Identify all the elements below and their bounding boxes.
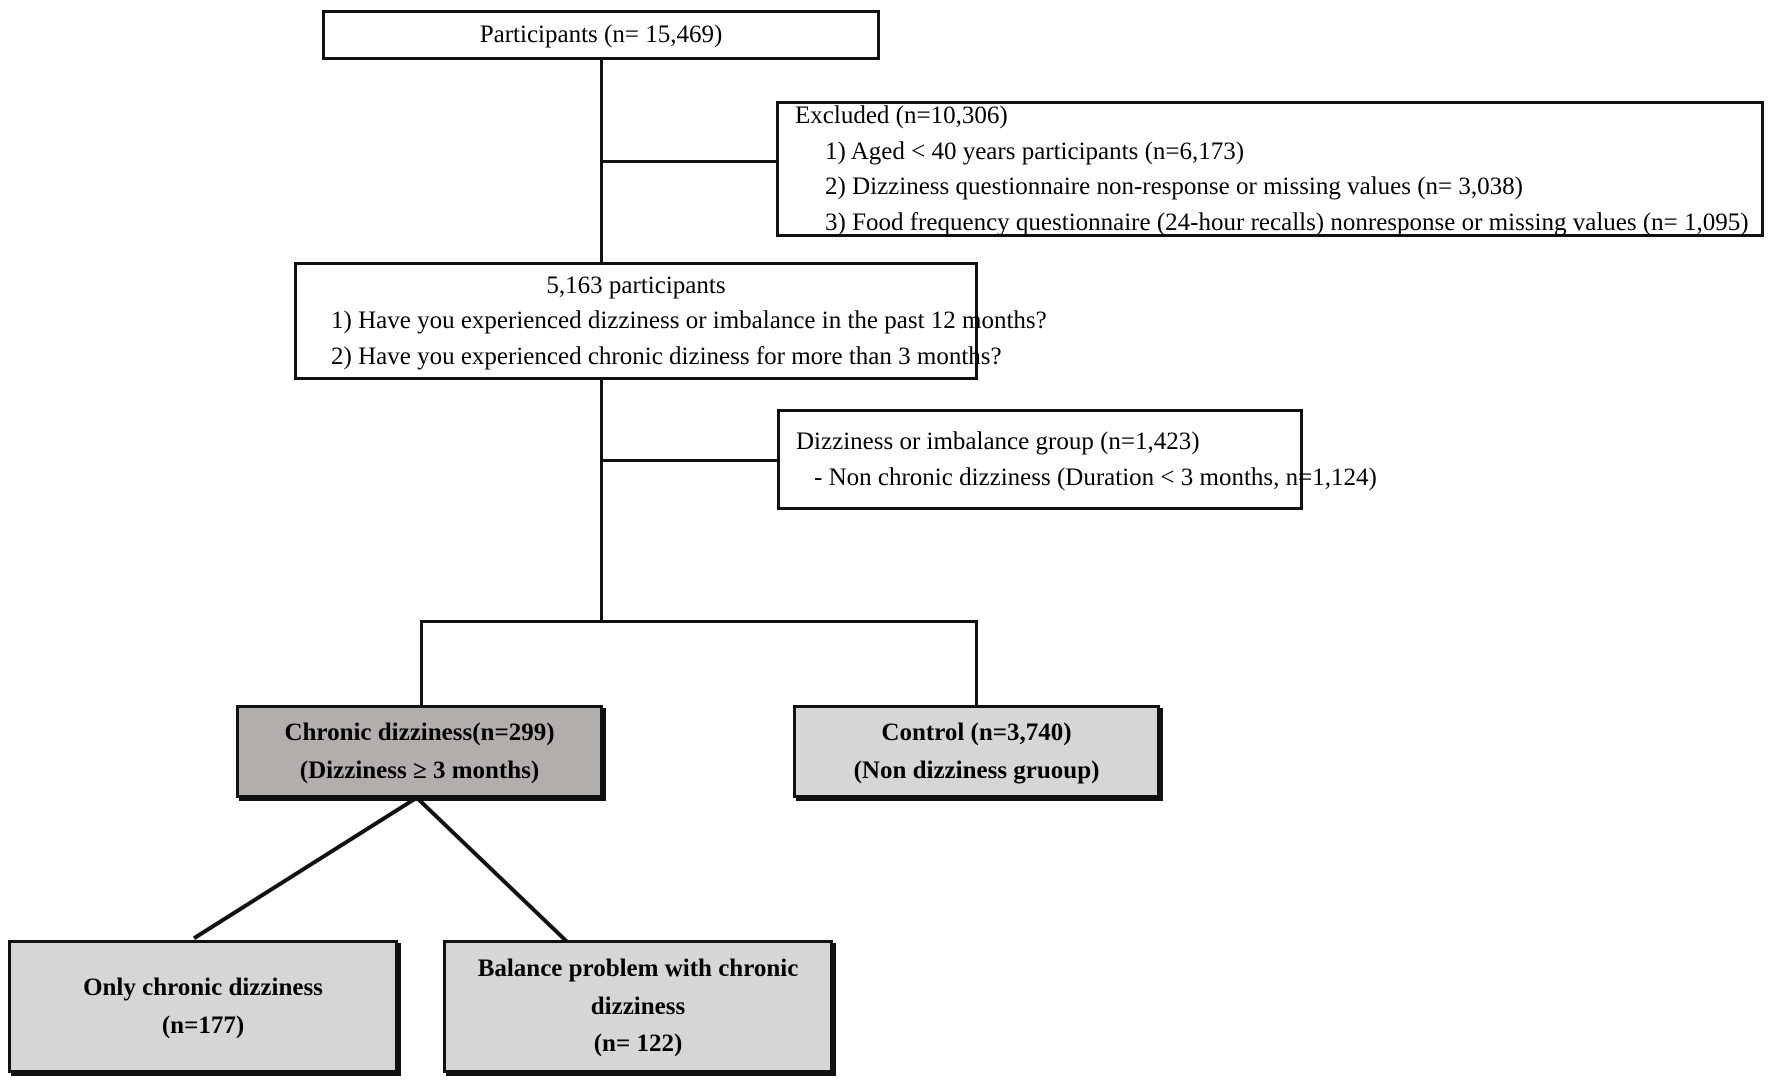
- only-chronic-line2: (n=177): [161, 1011, 245, 1039]
- node-dizziness-group: Dizziness or imbalance group (n=1,423) -…: [777, 409, 1377, 510]
- connector-chronic-to-only: [192, 794, 420, 940]
- node-control: Control (n=3,740) (Non dizziness gruoup): [793, 705, 1160, 798]
- control-line2: (Non dizziness gruoup): [853, 756, 1100, 784]
- excluded-reason-2: 2) Dizziness questionnaire non-response …: [825, 173, 1523, 200]
- node-eligible: 5,163 participants 1) Have you experienc…: [294, 262, 1047, 380]
- excluded-heading: Excluded (n=10,306): [795, 102, 1008, 129]
- excluded-reason-3: 3) Food frequency questionnaire (24-hour…: [825, 208, 1749, 236]
- connector-split-bar: [420, 620, 978, 623]
- eligible-question-2: 2) Have you experienced chronic diziness…: [331, 342, 1002, 370]
- node-participants: Participants (n= 15,469): [322, 10, 880, 60]
- node-only-chronic-dizziness: Only chronic dizziness (n=177): [8, 940, 398, 1073]
- eligible-question-1: 1) Have you experienced dizziness or imb…: [331, 307, 1047, 335]
- dizziness-group-detail: - Non chronic dizziness (Duration < 3 mo…: [814, 463, 1377, 491]
- participants-label: Participants (n= 15,469): [479, 21, 723, 49]
- node-excluded: Excluded (n=10,306) 1) Aged < 40 years p…: [776, 101, 1764, 237]
- connector-to-dizziness-group: [600, 459, 780, 462]
- node-balance-problem-chronic-dizziness: Balance problem with chronic dizziness (…: [443, 940, 833, 1073]
- eligible-heading: 5,163 participants: [546, 271, 726, 299]
- excluded-reason-1: 1) Aged < 40 years participants (n=6,173…: [825, 137, 1245, 165]
- control-line1: Control (n=3,740): [881, 719, 1072, 746]
- connector-to-excluded: [600, 160, 778, 163]
- chronic-dizziness-line2: (Dizziness ≥ 3 months): [299, 756, 540, 784]
- connector-split-left: [420, 620, 423, 705]
- connector-eligible-trunk: [600, 380, 603, 620]
- dizziness-group-heading: Dizziness or imbalance group (n=1,423): [796, 428, 1200, 455]
- chronic-dizziness-line1: Chronic dizziness(n=299): [284, 719, 555, 746]
- connector-chronic-to-balance: [417, 798, 568, 943]
- connector-split-right: [975, 620, 978, 705]
- balance-chronic-line2: (n= 122): [593, 1030, 683, 1058]
- node-chronic-dizziness: Chronic dizziness(n=299) (Dizziness ≥ 3 …: [236, 705, 603, 798]
- only-chronic-line1: Only chronic dizziness: [83, 974, 323, 1001]
- balance-chronic-line1: Balance problem with chronic dizziness: [477, 955, 799, 1020]
